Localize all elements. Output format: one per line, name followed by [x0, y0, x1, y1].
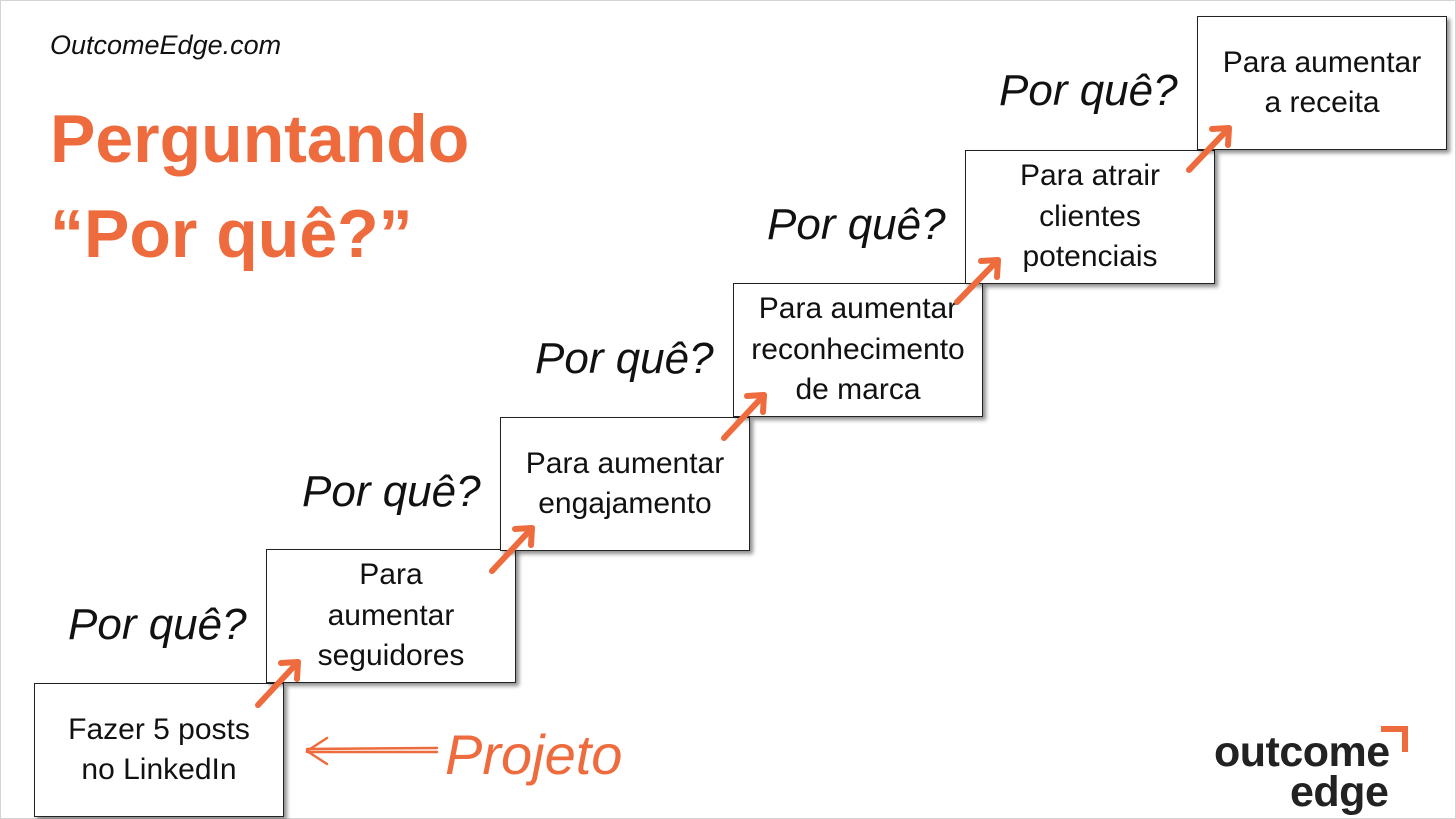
step-5-line-1: Para atrair [1019, 159, 1161, 193]
title-line-2: “Por quê?” [50, 196, 413, 273]
step-1-line-2: no LinkedIn [81, 753, 237, 786]
step-box-5: Para atrair clientes potenciais [965, 150, 1215, 284]
step-arrow-1-icon [255, 659, 301, 708]
step-1-line-1: Fazer 5 posts [68, 712, 250, 746]
project-label: Projeto [445, 723, 623, 786]
step-box-3: Para aumentar engajamento [500, 417, 750, 551]
why-label-4: Por quê? [767, 200, 946, 249]
step-box-4: Para aumentar reconhecimento de marca [733, 283, 983, 417]
step-arrow-5-icon [1186, 125, 1232, 173]
step-6-line-1: Para aumentar [1222, 45, 1422, 79]
site-url: OutcomeEdge.com [50, 30, 282, 60]
step-arrow-4-icon [954, 257, 1001, 305]
step-4-line-1: Para aumentar [758, 292, 958, 326]
step-2-line-2: aumentar [327, 598, 455, 632]
step-3-line-1: Para aumentar [525, 446, 725, 480]
step-5-line-2: clientes [1039, 199, 1141, 233]
logo-corner-icon [1381, 726, 1408, 752]
logo-line-2: edge [1290, 768, 1389, 816]
why-label-5: Por quê? [999, 66, 1178, 115]
step-box-6: Para aumentar a receita [1197, 16, 1447, 150]
page-title: Perguntando “Por quê?” [50, 92, 469, 282]
outcome-edge-logo: outcome edge [1214, 731, 1390, 816]
step-2-line-1: Para [359, 558, 423, 592]
step-arrow-3-icon [721, 392, 767, 441]
why-label-1: Por quê? [68, 600, 247, 649]
step-3-line-2: engajamento [538, 487, 712, 520]
logo-line-1: outcome [1214, 728, 1390, 776]
step-box-2: Para aumentar seguidores [266, 549, 516, 683]
why-label-2: Por quê? [302, 467, 481, 516]
why-label-3: Por quê? [535, 334, 714, 383]
title-line-1: Perguntando [50, 101, 470, 177]
step-arrow-2-icon [489, 525, 535, 574]
step-5-line-3: potenciais [1022, 240, 1158, 274]
step-4-line-2: reconhecimento [751, 332, 965, 366]
step-6-line-2: a receita [1264, 86, 1380, 119]
step-4-line-3: de marca [795, 373, 921, 407]
step-box-1: Fazer 5 posts no LinkedIn [34, 683, 284, 817]
project-arrow-icon [305, 736, 439, 766]
step-2-line-3: seguidores [317, 639, 465, 673]
